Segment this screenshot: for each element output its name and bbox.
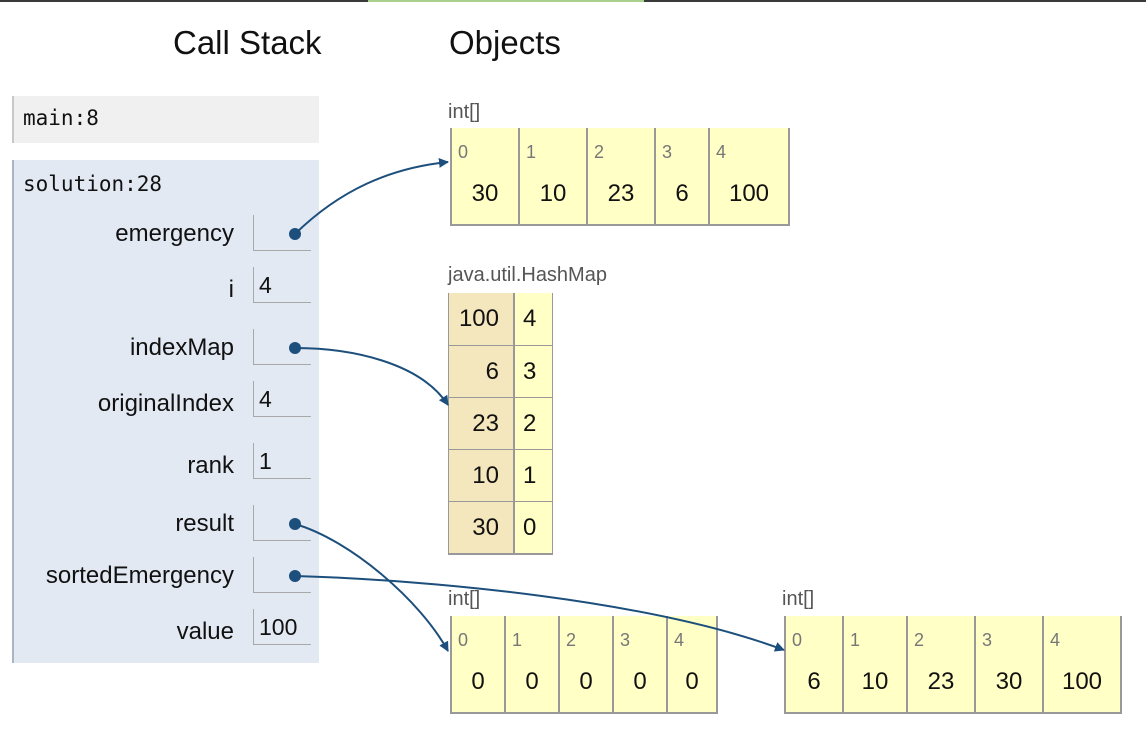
array-value: 23	[927, 668, 955, 695]
var-value-originalindex[interactable]: 4	[253, 381, 311, 417]
var-name-result: result	[175, 510, 234, 537]
array-value: 0	[633, 668, 647, 695]
var-slot-indexmap[interactable]	[253, 329, 311, 365]
array-value: 10	[861, 668, 889, 695]
arrow-result	[294, 523, 449, 652]
array-value: 0	[471, 668, 485, 695]
var-value-rank[interactable]: 1	[253, 443, 311, 479]
array-index: 0	[458, 630, 469, 650]
var-name-originalindex: originalIndex	[97, 390, 234, 417]
array-index: 4	[1050, 630, 1061, 650]
objects-heading: Objects	[449, 24, 561, 61]
array-index: 3	[982, 630, 993, 650]
var-value-value[interactable]: 100	[253, 609, 311, 645]
var-slot-emergency[interactable]	[253, 215, 311, 251]
array-value: 6	[807, 668, 821, 695]
arrow-emergency	[294, 157, 449, 235]
array-index: 0	[792, 630, 803, 650]
var-slot-result[interactable]	[253, 505, 311, 541]
array-value: 0	[579, 668, 593, 695]
hashmap-key: 10	[449, 450, 515, 501]
hashmap-key: 23	[449, 398, 515, 449]
type-label-result: int[]	[448, 588, 481, 610]
type-label-sortedemergency: int[]	[782, 588, 815, 610]
hashmap-value: 4	[515, 293, 553, 345]
array-value: 0	[525, 668, 539, 695]
hashmap-key: 100	[449, 293, 515, 345]
call-stack-heading: Call Stack	[173, 24, 322, 61]
arrow-indexmap	[294, 347, 449, 406]
hashmap-key: 30	[449, 502, 515, 553]
array-value: 0	[685, 668, 699, 695]
stack-frame-solution[interactable]: solution:28	[12, 160, 319, 663]
type-label-emergency: int[]	[448, 101, 481, 123]
array-index: 1	[850, 630, 861, 650]
active-tab-indicator	[368, 0, 644, 2]
array-index: 3	[620, 630, 631, 650]
array-value: 23	[607, 180, 635, 207]
array-index: 1	[526, 142, 537, 162]
hashmap-key: 6	[449, 346, 515, 397]
var-name-indexmap: indexMap	[129, 334, 234, 361]
hashmap-value: 3	[515, 346, 553, 397]
stack-frame-main[interactable]: main:8	[12, 96, 319, 143]
array-index: 2	[566, 630, 577, 650]
var-value-i[interactable]: 4	[253, 267, 311, 303]
array-index: 2	[914, 630, 925, 650]
array-index: 1	[512, 630, 523, 650]
var-name-emergency: emergency	[115, 220, 234, 247]
var-slot-sortedemergency[interactable]	[253, 557, 311, 593]
hashmap-value: 1	[515, 450, 553, 501]
array-value: 100	[1061, 668, 1103, 695]
arrow-sortedemergency	[294, 575, 785, 652]
array-index: 3	[662, 142, 673, 162]
var-name-rank: rank	[187, 452, 234, 479]
hashmap-value: 2	[515, 398, 553, 449]
array-value: 10	[539, 180, 567, 207]
hashmap-value: 0	[515, 502, 553, 553]
var-name-i: i	[228, 276, 234, 303]
type-label-indexmap: java.util.HashMap	[448, 264, 607, 286]
var-name-sortedemergency: sortedEmergency	[45, 562, 234, 589]
array-value: 30	[995, 668, 1023, 695]
array-value: 100	[728, 180, 770, 207]
array-index: 2	[594, 142, 605, 162]
var-name-value: value	[176, 618, 234, 645]
frame-name: solution:28	[23, 172, 163, 196]
array-value: 30	[471, 180, 499, 207]
array-index: 0	[458, 142, 469, 162]
frame-name: main:8	[23, 106, 99, 130]
array-index: 4	[716, 142, 727, 162]
array-value: 6	[675, 180, 689, 207]
array-index: 4	[674, 630, 685, 650]
